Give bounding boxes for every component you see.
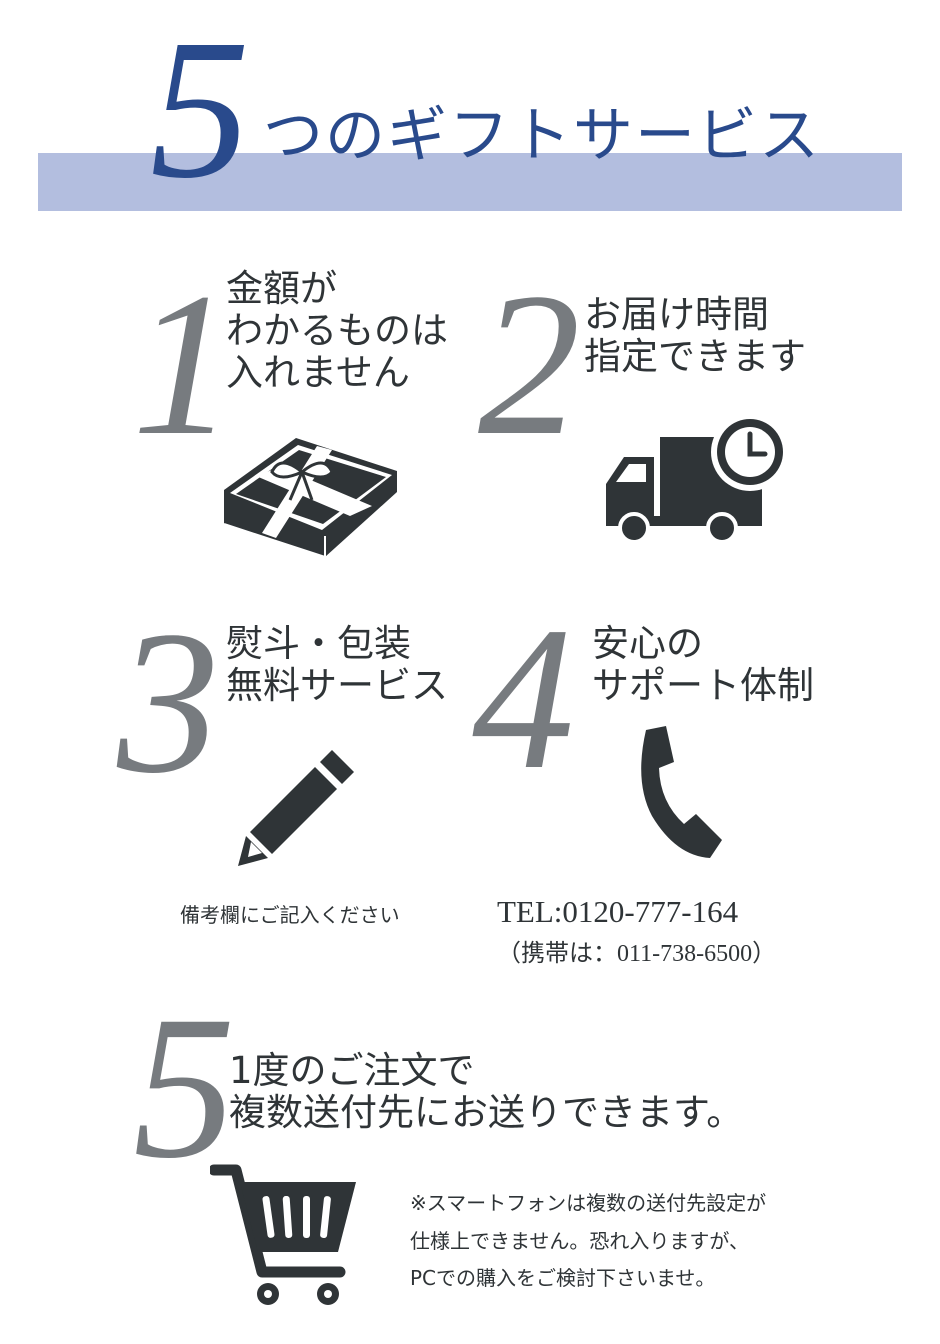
mobile-phone-number[interactable]: （携帯は：011-738-6500） xyxy=(497,941,777,967)
service-4-number: 4 xyxy=(472,585,575,812)
gift-box-icon xyxy=(222,436,400,560)
service-1-text: 金額が わかるものは 入れません xyxy=(226,267,448,394)
title-number: 5 xyxy=(150,0,250,220)
service-3-number: 3 xyxy=(117,589,220,816)
telephone-icon xyxy=(632,724,728,862)
service-4-text: 安心の サポート体制 xyxy=(592,622,814,707)
title-band xyxy=(38,153,902,211)
service-2-text: お届け時間 指定できます xyxy=(584,293,806,378)
pencil-icon xyxy=(236,746,358,868)
delivery-truck-clock-icon xyxy=(604,412,790,544)
service-1-number: 1 xyxy=(132,251,235,478)
remarks-note: 備考欄にご記入ください xyxy=(180,903,400,927)
support-phone-number[interactable]: TEL:0120-777-164 xyxy=(497,894,739,929)
shopping-cart-icon xyxy=(210,1160,360,1308)
page-title: つのギフトサービス xyxy=(263,101,821,171)
service-5-text: 1度のご注文で 複数送付先にお送りできます。 xyxy=(229,1049,744,1134)
smartphone-note: ※スマートフォンは複数の送付先設定が 仕様上できません。恐れ入りますが、 PCで… xyxy=(410,1191,767,1291)
service-3-text: 熨斗・包装 無料サービス xyxy=(226,622,448,707)
service-2-number: 2 xyxy=(478,251,581,478)
service-5-number: 5 xyxy=(133,974,236,1201)
